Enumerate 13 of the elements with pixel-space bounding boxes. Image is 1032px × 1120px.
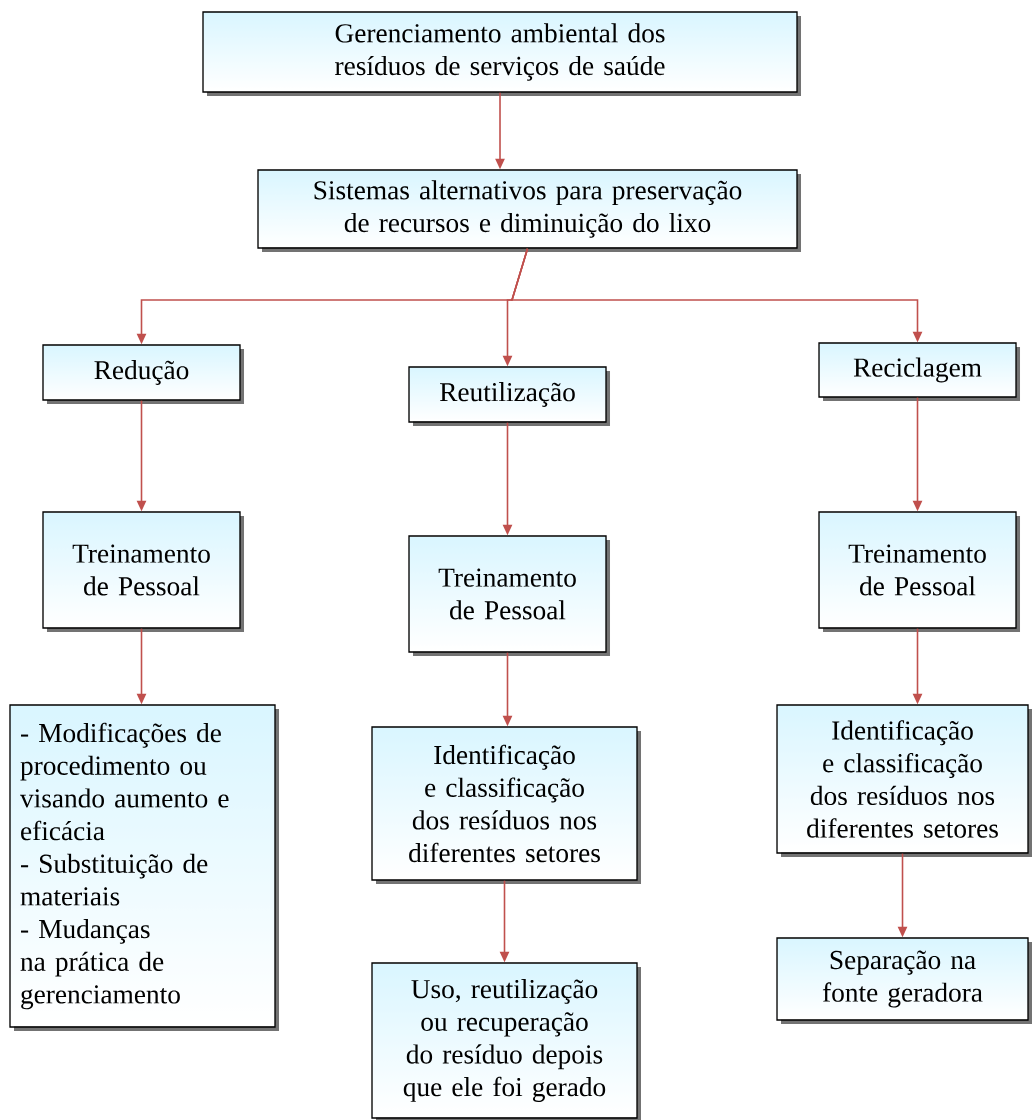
process-box: Uso, reutilização ou recuperação do resíduo depois que ele foi gerado (371, 962, 641, 1120)
process-box: Gerenciamento ambiental dos resíduos de serviços de saúde (202, 11, 801, 96)
process-box: Reciclagem (818, 342, 1020, 401)
process-box: Reutilização (408, 366, 610, 426)
process-box: Treinamento de Pessoal (42, 511, 244, 632)
process-box: Identificação e classificação dos resíduos nos diferentes setores (371, 726, 641, 884)
process-box: - Modificações de procedimento ou visando aumento e eficácia - Substituição de materiais - Mudanças na prática de gerenciamento (9, 704, 279, 1031)
process-box: Treinamento de Pessoal (408, 535, 610, 656)
process-box: Treinamento de Pessoal (818, 511, 1020, 632)
process-box: Identificação e classificação dos resíduos nos diferentes setores (776, 704, 1032, 857)
process-box: Separação na fonte geradora (776, 937, 1032, 1024)
process-box: Sistemas alternativos para preservação de recursos e diminuição do lixo (257, 169, 801, 252)
process-box: Redução (42, 344, 244, 404)
